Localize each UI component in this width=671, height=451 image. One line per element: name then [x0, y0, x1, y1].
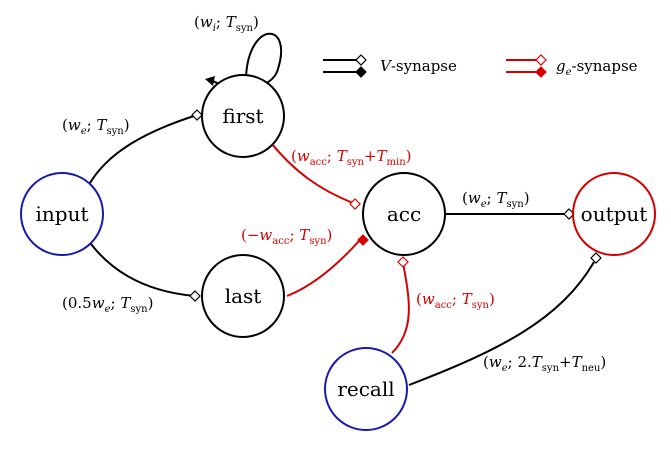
legend-g-suffix: -synapse: [572, 57, 638, 75]
edge-first-acc: [271, 143, 354, 204]
node-recall-circle: [324, 347, 408, 431]
edge-recall-acc-head: [397, 256, 409, 268]
legend-v-suffix: -synapse: [391, 57, 457, 75]
label-first-acc: (wacc; Tsyn+Tmin): [291, 147, 412, 168]
node-last-label: last: [225, 284, 262, 308]
legend-g-sub: e: [566, 67, 572, 78]
label-input-last: (0.5we; Tsyn): [62, 294, 153, 315]
edge-recall-output-head: [590, 252, 602, 264]
edge-input-first-head: [191, 109, 203, 121]
label-last-acc: (−wacc; Tsyn): [241, 226, 332, 247]
node-output-circle: [572, 172, 656, 256]
legend: V-synapse ge-synapse: [323, 54, 638, 78]
edge-first-acc-head: [349, 198, 361, 210]
node-input-circle: [20, 172, 104, 256]
edge-input-last: [90, 243, 196, 297]
node-last: last: [201, 254, 285, 338]
edge-first-self-arrow: [205, 76, 215, 86]
node-recall: recall: [324, 347, 408, 431]
label-input-first: (we; Tsyn): [62, 116, 130, 137]
node-first: first: [201, 74, 285, 158]
node-recall-label: recall: [337, 377, 394, 401]
edge-recall-acc: [391, 262, 410, 354]
legend-v-synapse: V-synapse: [323, 54, 457, 78]
node-input-label: input: [36, 202, 89, 226]
label-recall-output: (we; 2.Tsyn+Tneu): [483, 353, 606, 374]
legend-g-prefix: g: [556, 57, 566, 75]
node-first-circle: [201, 74, 285, 158]
node-acc-circle: [362, 172, 446, 256]
edge-last-acc-head: [357, 234, 369, 246]
legend-g-synapse: ge-synapse: [506, 54, 638, 78]
legend-v-text: V-synapse: [380, 57, 457, 75]
legend-g-filled-head: [535, 66, 547, 78]
label-acc-output: (we; Tsyn): [462, 189, 530, 210]
label-recall-acc: (wacc; Tsyn): [416, 290, 495, 311]
node-first-label: first: [222, 104, 263, 128]
node-acc: acc: [362, 172, 446, 256]
label-first-self: (wi; Tsyn): [194, 13, 259, 34]
edge-input-first: [89, 114, 198, 184]
node-output-label: output: [581, 202, 648, 226]
legend-g-open-head: [535, 54, 547, 66]
legend-v-filled-head: [355, 66, 367, 78]
node-acc-label: acc: [387, 202, 421, 226]
edge-last-acc: [286, 240, 360, 297]
legend-g-text: ge-synapse: [556, 57, 638, 78]
edge-recall-output: [408, 261, 595, 386]
node-output: output: [572, 172, 656, 256]
edge-input-last-head: [189, 290, 201, 302]
legend-v-prefix: V: [380, 57, 393, 75]
node-last-circle: [201, 254, 285, 338]
legend-v-open-head: [355, 54, 367, 66]
node-input: input: [20, 172, 104, 256]
